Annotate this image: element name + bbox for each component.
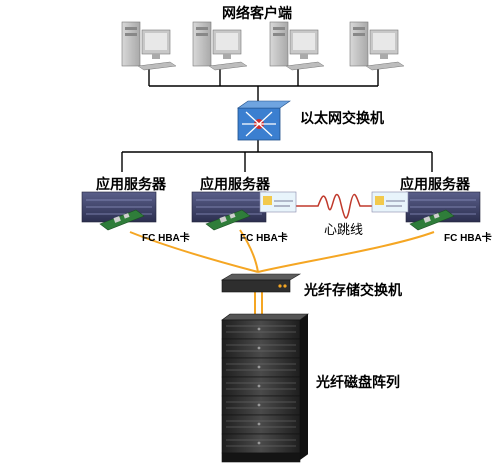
heartbeat-label: 心跳线 — [324, 223, 364, 238]
client-computers — [121, 21, 405, 71]
heartbeat-adapter-icon — [259, 191, 297, 213]
heartbeat-adapter-icon — [371, 191, 409, 213]
hba-card-label: FC HBA卡 — [240, 233, 288, 244]
desktop-computer-icon — [192, 21, 248, 71]
network-switch-icon — [237, 100, 291, 141]
fc-switch-label: 光纤存储交换机 — [304, 283, 402, 299]
desktop-computer-icon — [269, 21, 325, 71]
lan-connection-lines — [121, 68, 433, 172]
desktop-computer-icon — [121, 21, 177, 71]
app-server-label: 应用服务器 — [96, 177, 166, 193]
clients-label: 网络客户端 — [222, 6, 292, 22]
app-server-label: 应用服务器 — [400, 177, 470, 193]
hba-card-label: FC HBA卡 — [142, 233, 190, 244]
fc-switch-icon — [220, 273, 302, 293]
hba-card-label: FC HBA卡 — [444, 233, 492, 244]
desktop-computer-icon — [349, 21, 405, 71]
app-server-label: 应用服务器 — [200, 177, 270, 193]
disk-array-icon — [221, 313, 309, 463]
heartbeat-line — [296, 193, 380, 219]
fiber-connection-lines — [129, 229, 435, 318]
ethernet-switch-label: 以太网交换机 — [300, 111, 384, 127]
disk-array-label: 光纤磁盘阵列 — [316, 375, 400, 391]
